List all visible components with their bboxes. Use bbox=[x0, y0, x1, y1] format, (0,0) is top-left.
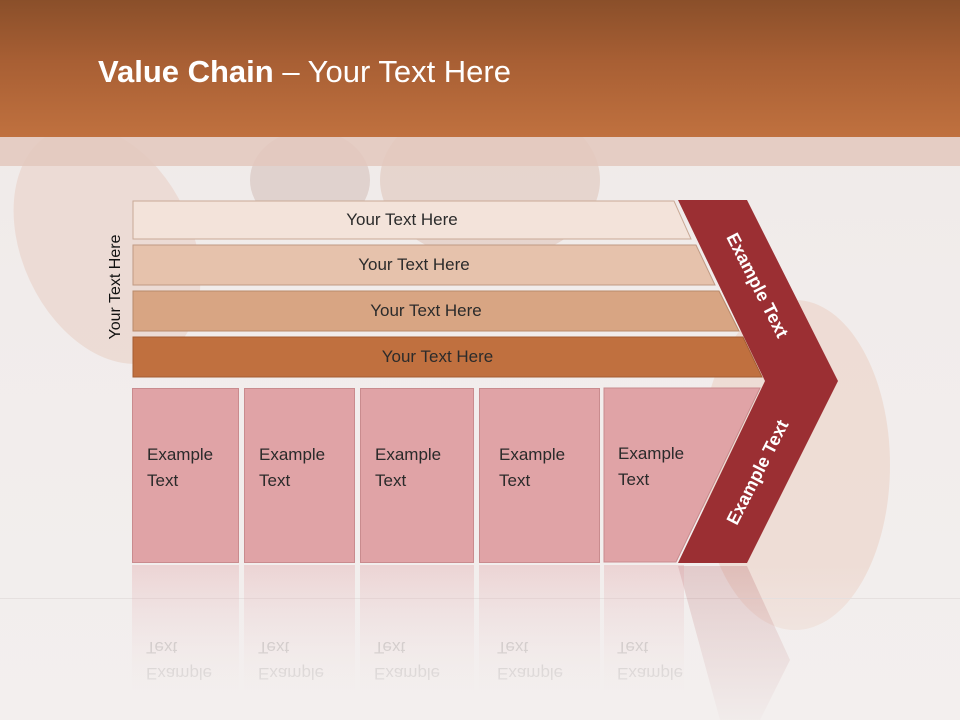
box-4-line-1: Example bbox=[499, 445, 566, 464]
title-rest: – Your Text Here bbox=[273, 54, 511, 89]
row-2-label: Your Text Here bbox=[358, 255, 470, 274]
box-2-line-1: Example bbox=[259, 445, 326, 464]
activity-box-3: Example Text bbox=[360, 388, 474, 563]
row-1: Your Text Here bbox=[133, 201, 691, 239]
header-bar bbox=[0, 0, 960, 137]
row-3-label: Your Text Here bbox=[370, 301, 482, 320]
activity-box-2: Example Text bbox=[244, 388, 355, 563]
box-2-line-2: Text bbox=[259, 471, 291, 490]
chevron-reflection bbox=[678, 566, 790, 720]
title-bold: Value Chain bbox=[98, 54, 274, 89]
row-4: Your Text Here bbox=[133, 337, 762, 377]
box-1-line-1: Example bbox=[147, 445, 214, 464]
row-shape-1 bbox=[132, 200, 692, 240]
row-shape-4 bbox=[132, 336, 763, 378]
slide-title: Value Chain – Your Text Here bbox=[98, 54, 511, 90]
box-shape-5 bbox=[603, 387, 761, 563]
activity-box-4: Example Text bbox=[479, 388, 600, 563]
header-strip bbox=[0, 137, 960, 166]
row-4-label: Your Text Here bbox=[381, 347, 494, 366]
row-3: Your Text Here bbox=[133, 291, 739, 331]
box-5-line-2: Text bbox=[618, 470, 650, 489]
chevron-shape bbox=[678, 200, 838, 563]
box-3-line-2: Text bbox=[375, 471, 407, 490]
row-shape-3 bbox=[132, 290, 740, 332]
activity-box-1: Example Text bbox=[132, 388, 239, 563]
box-1-line-2: Text bbox=[147, 471, 179, 490]
row-1-label: Your Text Here bbox=[346, 210, 458, 229]
row-shape-2 bbox=[132, 244, 716, 286]
box-5-line-1: Example bbox=[618, 444, 685, 463]
row-2: Your Text Here bbox=[133, 245, 715, 285]
activity-box-5: Example Text bbox=[604, 388, 694, 563]
box-3-line-1: Example bbox=[375, 445, 442, 464]
box-4-line-2: Text bbox=[499, 471, 531, 490]
